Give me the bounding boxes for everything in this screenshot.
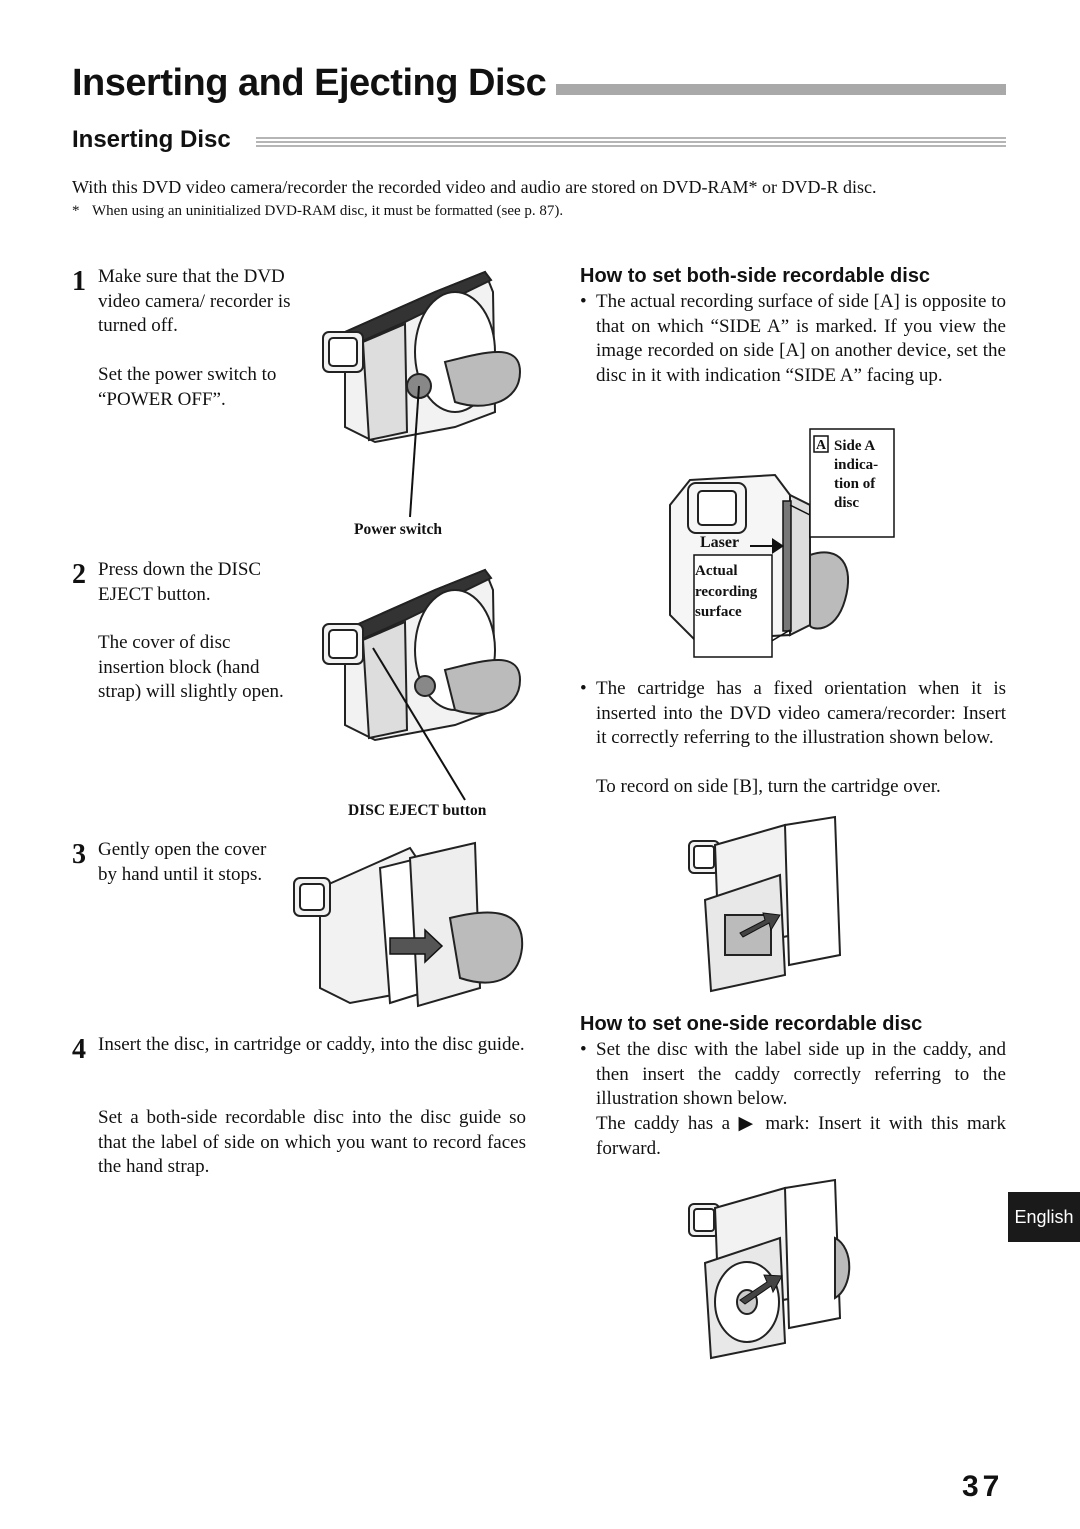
both-side-bullet-2-extra: To record on side [B], turn the cartridg… [596, 776, 941, 797]
page-title: Inserting and Ejecting Disc [72, 62, 547, 104]
footnote-text: When using an uninitialized DVD-RAM disc… [92, 203, 564, 219]
step-2-number: 2 [72, 559, 86, 590]
footnote: * When using an uninitialized DVD-RAM dis… [72, 203, 1012, 220]
language-tab: English [1008, 1192, 1080, 1242]
side-a-label: Side A indica- tion of disc [834, 438, 879, 511]
page-number: 37 [962, 1470, 1004, 1503]
disc-eject-caption: DISC EJECT button [348, 802, 487, 819]
one-side-bullet-1: •Set the disc with the label side up in … [580, 1039, 1006, 1109]
step-1-number: 1 [72, 266, 86, 297]
one-side-heading: How to set one-side recordable disc [580, 1013, 923, 1035]
section-title: Inserting Disc [72, 126, 231, 153]
disc-orientation-diagram [669, 428, 895, 658]
camera-illustration-1 [322, 270, 522, 518]
step-4-text-2: Set a both-side recordable disc into the… [98, 1107, 526, 1177]
cartridge-insert-illustration [688, 815, 842, 993]
step-4-number: 4 [72, 1034, 86, 1065]
step-4-text: Insert the disc, in cartridge or caddy, … [98, 1034, 525, 1055]
laser-label: Laser [700, 534, 740, 551]
both-side-bullet-2: •The cartridge has a fixed orientation w… [580, 678, 1006, 748]
title-rule [556, 84, 1006, 95]
step-1-text: Make sure that the DVD video camera/ rec… [98, 266, 291, 336]
diagram-box-letter: A [816, 438, 827, 453]
caddy-insert-illustration [688, 1178, 851, 1360]
power-switch-caption: Power switch [354, 521, 442, 538]
step-3-number: 3 [72, 839, 86, 870]
step-2-text-2: The cover of disc insertion block (hand … [98, 632, 284, 702]
camera-illustration-2 [322, 568, 522, 801]
caddy-mark-text: The caddy has a ▶ mark: Insert it with t… [596, 1113, 1007, 1159]
step-2-text: Press down the DISC EJECT button. [98, 559, 262, 605]
actual-recording-label: Actual recording surface [695, 563, 758, 620]
footnote-mark: * [72, 203, 80, 219]
camera-illustration-3 [293, 841, 524, 1008]
both-side-bullet-1: •The actual recording surface of side [A… [580, 291, 1006, 386]
section-rule [256, 137, 1006, 149]
step-3-text: Gently open the cover by hand until it s… [98, 839, 267, 885]
triangle-mark-icon: ▶ [738, 1113, 757, 1134]
intro-text: With this DVD video camera/recorder the … [72, 177, 877, 197]
step-1-text-2: Set the power switch to “POWER OFF”. [98, 364, 277, 410]
both-side-heading: How to set both-side recordable disc [580, 265, 931, 287]
